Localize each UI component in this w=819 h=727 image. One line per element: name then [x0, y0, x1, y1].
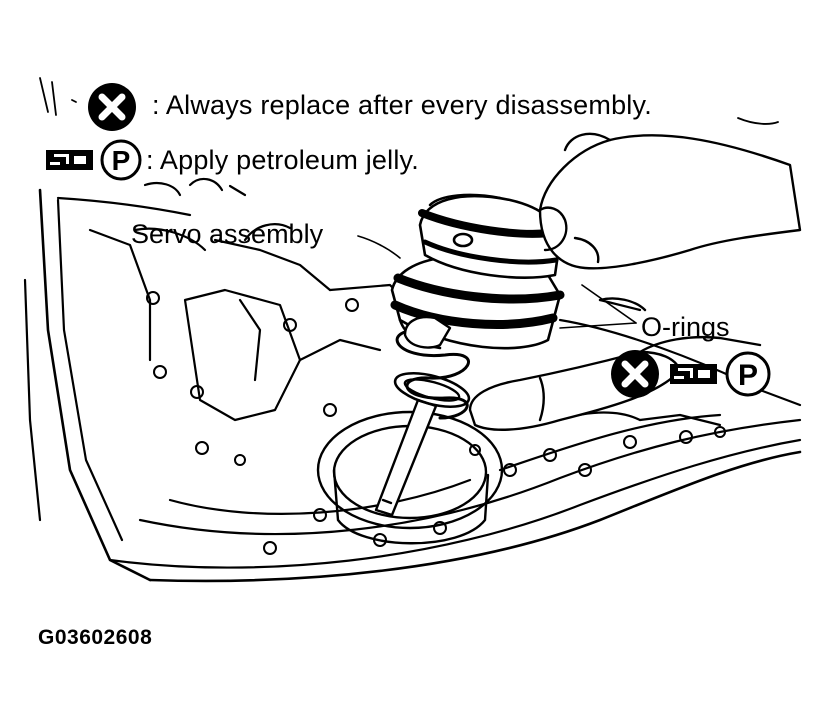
- figure-number: G03602608: [38, 626, 153, 649]
- servo-assembly-label: Servo assembly: [131, 219, 324, 249]
- svg-text:P: P: [112, 145, 131, 176]
- oring-replace-x-icon: [611, 350, 659, 398]
- svg-text:P: P: [738, 359, 758, 392]
- grease-gun-icon: [46, 150, 93, 170]
- bolt-holes: [146, 291, 726, 555]
- oring-grease-gun-icon: [670, 364, 717, 384]
- servo-piston-rod: [374, 328, 471, 517]
- transmission-case: [23, 177, 802, 583]
- legend-replace-text: : Always replace after every disassembly…: [152, 90, 652, 120]
- replace-x-icon: [88, 83, 136, 131]
- leader-lines: [357, 235, 637, 329]
- oring-petroleum-p-icon: P: [725, 351, 771, 397]
- petroleum-p-icon: P: [100, 139, 142, 181]
- servo-piston: [390, 193, 565, 350]
- o-rings-label: O-rings: [641, 312, 730, 342]
- legend-jelly-text: : Apply petroleum jelly.: [146, 145, 419, 175]
